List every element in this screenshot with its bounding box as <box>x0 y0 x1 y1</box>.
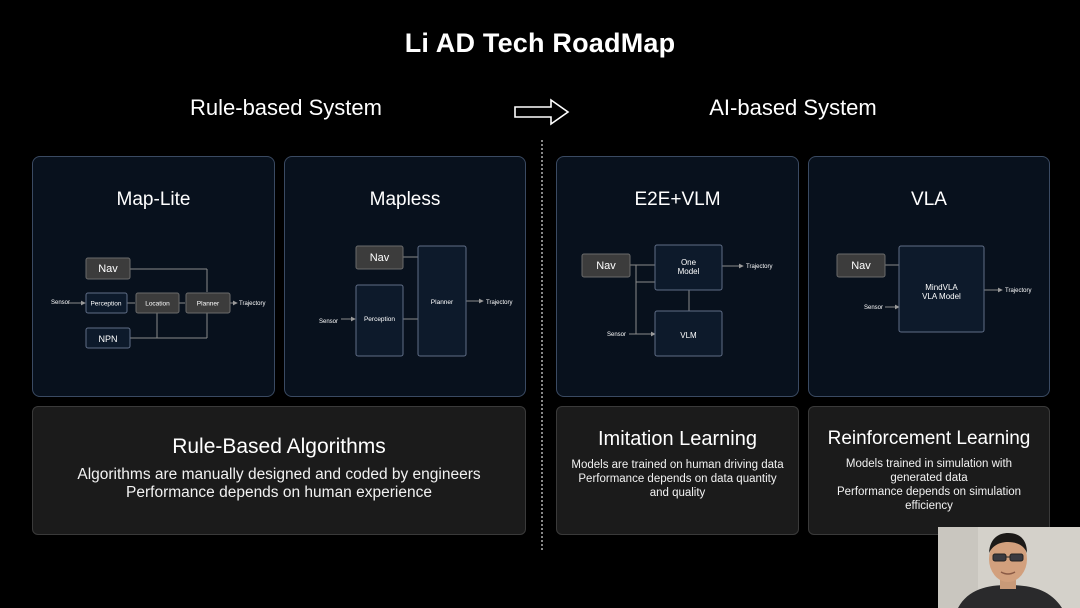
nav-node <box>581 253 631 278</box>
desc-body: Models are trained on human driving data… <box>571 459 784 499</box>
desc-body: Models trained in simulation with genera… <box>836 458 1022 512</box>
sensor-label: Sensor <box>51 300 70 306</box>
map-lite-diagram: Nav Perception Location Planner NPN Sens… <box>51 257 265 349</box>
section-title-ai-based: AI-based System <box>709 95 877 120</box>
desc-reinforcement-learning: Reinforcement Learning Models trained in… <box>808 406 1050 535</box>
planner-label: Planner <box>197 301 220 308</box>
sensor-label: Sensor <box>319 319 338 325</box>
planner-node <box>185 292 231 314</box>
perception-label: Perception <box>364 316 395 323</box>
location-node <box>135 292 180 314</box>
desc-body: Algorithms are manually designed and cod… <box>77 466 481 501</box>
right-arrow-icon <box>512 98 572 128</box>
one-model-node <box>654 244 723 291</box>
desc-title: Rule-Based Algorithms <box>172 435 386 458</box>
trajectory-label: Trajectory <box>239 301 265 307</box>
card-mapless: Mapless Nav Perception Planner Sensor Tr… <box>284 156 526 397</box>
desc-title: Reinforcement Learning <box>827 428 1031 449</box>
trajectory-label: Trajectory <box>486 300 512 306</box>
desc-rule-based: Rule-Based Algorithms Algorithms are man… <box>32 406 526 535</box>
one-model-label-line1: One <box>681 258 697 267</box>
sensor-label: Sensor <box>864 305 883 311</box>
card-title: E2E+VLM <box>634 189 721 210</box>
desc-title: Imitation Learning <box>598 428 757 450</box>
npn-node <box>85 327 131 349</box>
nav-label: Nav <box>851 260 871 272</box>
nav-label: Nav <box>596 260 616 272</box>
card-title: Map-Lite <box>116 189 191 210</box>
card-vla: VLA Nav MindVLA VLA Model Sensor Traject… <box>808 156 1050 397</box>
planner-label: Planner <box>431 299 454 306</box>
presenter-webcam <box>938 527 1080 608</box>
trajectory-label: Trajectory <box>1005 288 1031 294</box>
perception-node <box>85 292 128 314</box>
npn-label: NPN <box>98 334 117 344</box>
card-title: VLA <box>911 189 947 210</box>
vlm-label: VLM <box>680 331 697 340</box>
section-title-rule-based: Rule-based System <box>190 95 382 120</box>
section-divider <box>541 140 543 550</box>
nav-label: Nav <box>370 252 390 264</box>
e2e-vlm-diagram: Nav One Model VLM Trajectory Sensor <box>581 244 772 357</box>
card-e2e-vlm: E2E+VLM Nav One Model VLM Trajectory Sen… <box>556 156 799 397</box>
mapless-diagram: Nav Perception Planner Sensor Trajectory <box>319 245 512 357</box>
vla-diagram: Nav MindVLA VLA Model Sensor Trajectory <box>836 245 1031 333</box>
nav-node <box>355 245 404 270</box>
card-title: Mapless <box>369 189 441 210</box>
sensor-label: Sensor <box>607 332 626 338</box>
planner-node <box>417 245 467 357</box>
trajectory-label: Trajectory <box>746 264 772 270</box>
nav-node <box>836 253 886 278</box>
mindvla-label-line2: VLA Model <box>922 292 961 301</box>
card-map-lite: Map-Lite Nav Perception Location Planner… <box>32 156 275 397</box>
nav-node <box>85 257 131 280</box>
perception-node <box>355 284 404 357</box>
nav-label: Nav <box>98 263 118 275</box>
desc-imitation-learning: Imitation Learning Models are trained on… <box>556 406 799 535</box>
mindvla-node <box>898 245 985 333</box>
mindvla-label-line1: MindVLA <box>925 283 958 292</box>
location-label: Location <box>145 301 170 308</box>
page-title: Li AD Tech RoadMap <box>404 28 676 58</box>
one-model-label-line2: Model <box>678 267 700 276</box>
presenter-photo <box>938 527 1080 608</box>
perception-label: Perception <box>90 301 121 308</box>
vlm-node <box>654 310 723 357</box>
